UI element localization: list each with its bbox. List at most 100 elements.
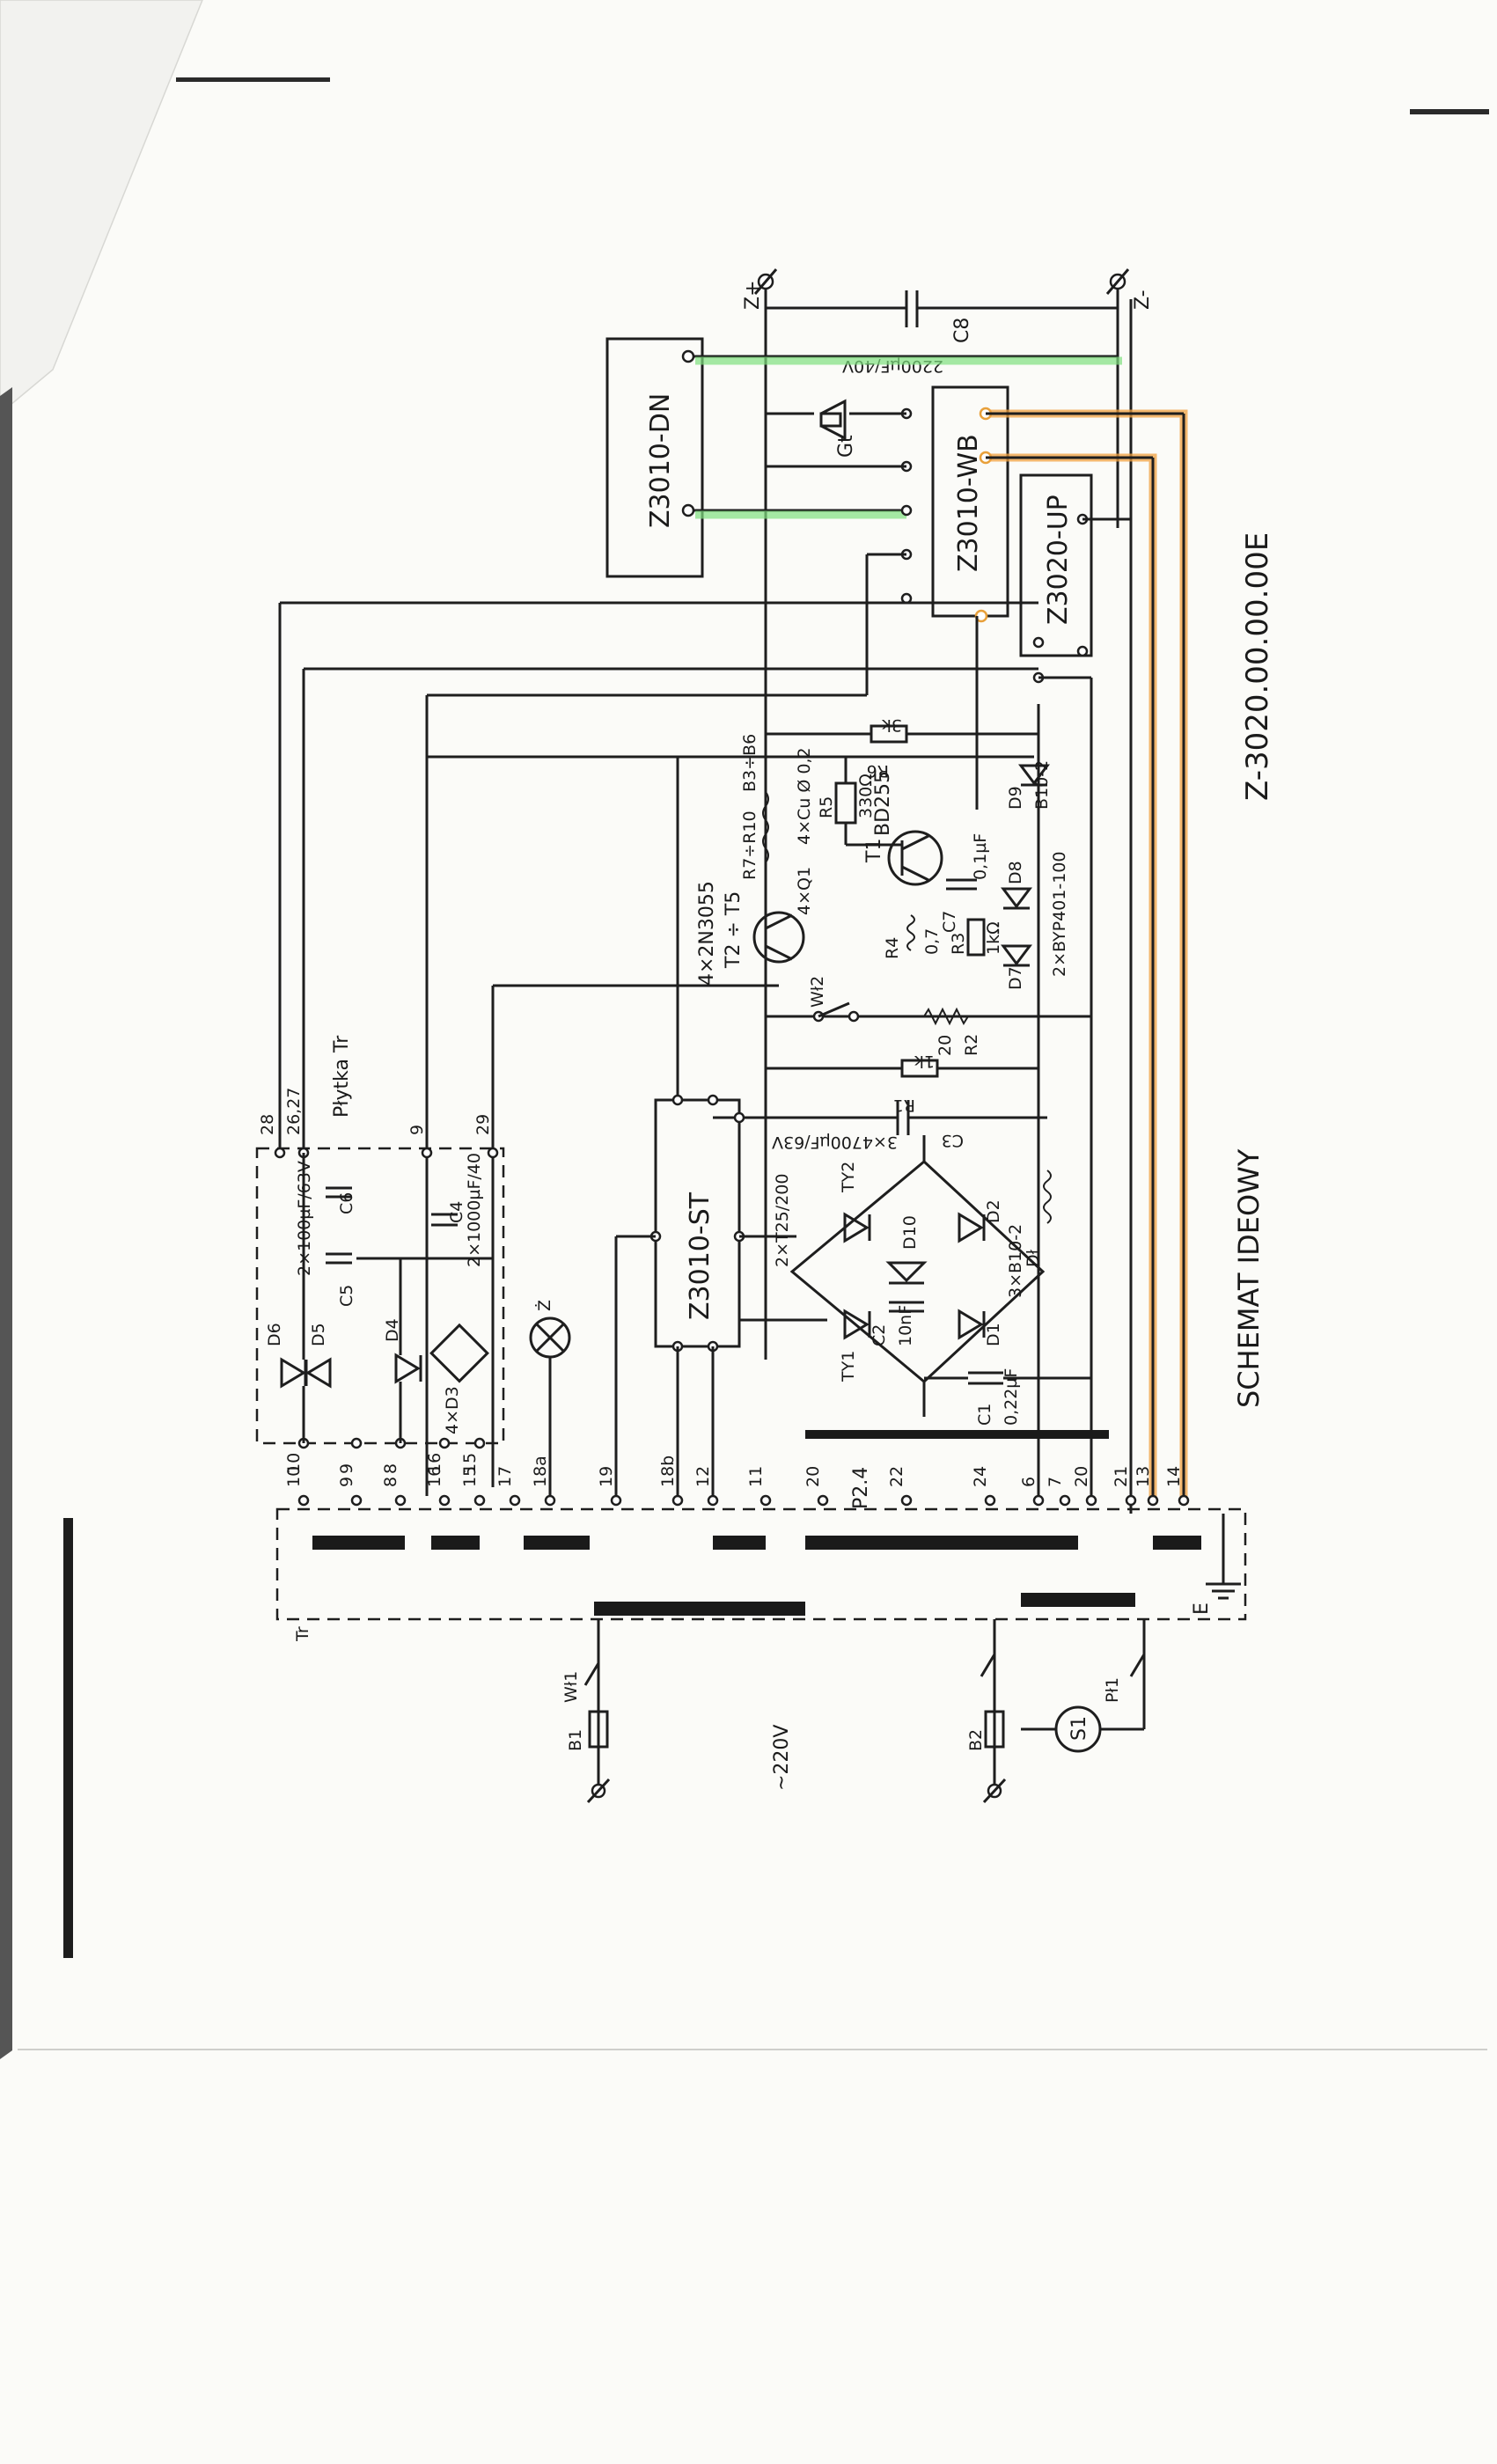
tap-7: 7 <box>1046 1477 1065 1487</box>
plate-pin-9: 9 <box>337 1463 356 1474</box>
drawing-number: Z-3020.00.00.00E <box>1240 532 1275 801</box>
r7r10-value: 4×Cu Ø 0,2 <box>795 747 814 845</box>
q1-label: 4×Q1 <box>795 867 814 915</box>
c1-label: C1 <box>975 1404 994 1426</box>
module-wb-block <box>931 385 1009 618</box>
scan-dark-edge <box>0 387 12 2059</box>
s1-label: S1 <box>1068 1716 1090 1741</box>
r2-label: R2 <box>962 1034 981 1056</box>
r4-label: R4 <box>883 937 902 959</box>
r6-value: 3k <box>882 715 902 735</box>
c1-value: 0,22µF <box>1002 1368 1021 1426</box>
primary-bar-2 <box>1021 1593 1135 1607</box>
c8-label: C8 <box>951 318 973 343</box>
terminal-pos-label: Z+ <box>742 280 764 310</box>
d1-label: D1 <box>984 1323 1003 1346</box>
tap-18a: 18a <box>531 1456 550 1487</box>
tap-20b: 20 <box>1072 1466 1091 1487</box>
tap-16: 16 <box>425 1466 444 1487</box>
terminal-neg-label: Z- <box>1132 290 1154 310</box>
c2-label: C2 <box>870 1324 889 1346</box>
tap-19: 19 <box>597 1466 616 1487</box>
plate-pin-9top: 9 <box>407 1125 427 1135</box>
transformer-outline <box>275 1507 1247 1621</box>
c3-value: 3×4700µF/63V <box>772 1133 898 1152</box>
r6-label: R6 <box>867 761 889 781</box>
transformer-label: Tr <box>293 1626 312 1642</box>
d8-label: D8 <box>1006 861 1025 884</box>
scan-top-mark-left <box>176 77 330 82</box>
scan-fold-corner <box>0 0 203 414</box>
c7-label: C7 <box>940 911 959 933</box>
b1-label: B1 <box>566 1729 585 1751</box>
winding-bar-1 <box>312 1536 405 1550</box>
tap-8: 8 <box>381 1477 400 1487</box>
gt-label: Gt <box>835 435 857 458</box>
d10-label: D10 <box>900 1215 920 1250</box>
winding-bar-2 <box>431 1536 480 1550</box>
module-dn-label: Z3010-DN <box>645 393 676 528</box>
d5-label: D5 <box>309 1323 328 1346</box>
tap-13: 13 <box>1134 1466 1153 1487</box>
r1-label: R1 <box>893 1096 915 1115</box>
plate-pin-8: 8 <box>381 1463 400 1474</box>
t1-type: BD255 <box>872 771 894 836</box>
winding-bar-6 <box>1153 1536 1201 1550</box>
mains-label: ~220V <box>771 1725 793 1791</box>
tap-22: 22 <box>887 1466 906 1487</box>
primary-bar-1 <box>594 1602 805 1616</box>
d9-label: D9 <box>1006 786 1025 810</box>
r5-value: 330Ω <box>856 774 876 818</box>
ty2-label: TY2 <box>839 1162 858 1193</box>
module-up-label: Z3020-UP <box>1043 495 1074 625</box>
module-wb-label: Z3010-WB <box>953 434 984 572</box>
tap-14: 14 <box>1164 1466 1184 1487</box>
c7-value: 0,1µF <box>971 833 990 880</box>
plate-pin-16: 16 <box>425 1453 444 1474</box>
wl1-label: Wł1 <box>561 1671 581 1703</box>
t2t5-type: 4×2N3055 <box>696 881 718 986</box>
d3-label: 4×D3 <box>443 1386 462 1434</box>
scan-page-border <box>18 2049 1487 2050</box>
d4-label: D4 <box>383 1318 402 1342</box>
d2-label: D2 <box>984 1199 1003 1223</box>
r5-label: R5 <box>817 796 836 818</box>
t1-label: T1 <box>863 839 885 863</box>
t2t5-ref: T2 ÷ T5 <box>723 891 745 969</box>
d6-label: D6 <box>265 1323 284 1346</box>
pl1-label: Pł1 <box>1103 1677 1122 1703</box>
lamp-label: Ż <box>534 1300 554 1311</box>
tap-15: 15 <box>460 1466 480 1487</box>
c2-value: 10nF <box>896 1305 915 1346</box>
plate-pin-15: 15 <box>460 1453 480 1474</box>
winding-bar-3 <box>524 1536 590 1550</box>
module-up-block <box>1019 473 1093 657</box>
c4-label: C4 <box>447 1201 466 1223</box>
c5-label: C5 <box>337 1285 356 1307</box>
c3-label: C3 <box>942 1131 964 1150</box>
tap-9: 9 <box>337 1477 356 1487</box>
d7-label: D7 <box>1006 966 1025 990</box>
b3b6-label: B3÷B6 <box>740 734 760 792</box>
d9-type: B10-2 <box>1032 760 1052 810</box>
module-st-block <box>654 1098 741 1348</box>
c6-label: C6 <box>337 1192 356 1214</box>
p24-label: P2.4 <box>850 1467 872 1509</box>
tap-21: 21 <box>1112 1466 1131 1487</box>
winding-bar-4 <box>713 1536 766 1550</box>
r3-label: R3 <box>949 933 968 955</box>
tap-11: 11 <box>746 1466 766 1487</box>
scan-top-mark-right <box>1410 109 1489 114</box>
dl-label: Dł <box>1024 1249 1043 1267</box>
core-bar <box>805 1430 1109 1439</box>
tap-17: 17 <box>495 1466 515 1487</box>
schematic-title: SCHEMAT IDEOWY <box>1232 1148 1266 1408</box>
r1-value: 1k <box>914 1052 935 1071</box>
scan-margin-bar <box>63 1518 73 1958</box>
r3-value: 1kΩ <box>984 921 1003 955</box>
module-st-label: Z3010-ST <box>685 1192 715 1320</box>
tap-20a: 20 <box>804 1466 823 1487</box>
plate-pin-29: 29 <box>473 1114 493 1135</box>
plate-pin-10: 10 <box>284 1453 304 1474</box>
